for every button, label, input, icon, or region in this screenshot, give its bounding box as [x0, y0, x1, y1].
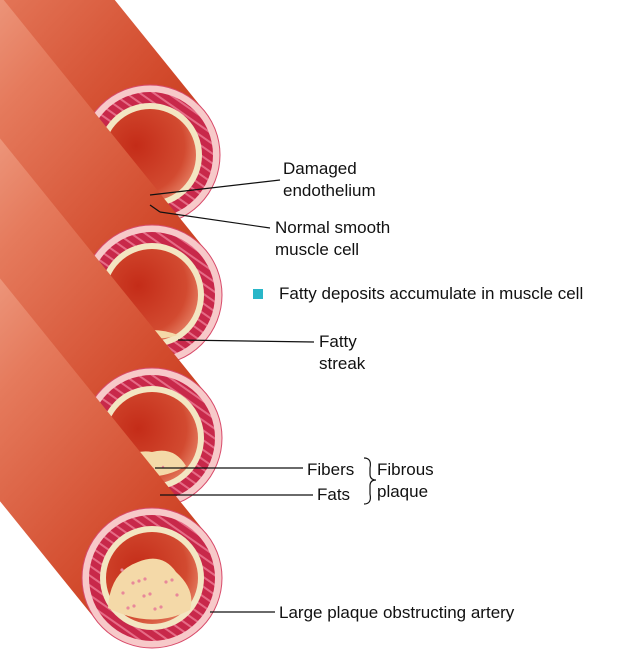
plaque-particle [120, 568, 123, 571]
fatty-streak-line1: Fatty [319, 331, 365, 353]
fibrous-plaque-line1: Fibrous [377, 459, 434, 481]
fibrous-plaque-line2: plaque [377, 481, 434, 503]
normal-smooth-muscle-line2: muscle cell [275, 239, 390, 261]
large-plaque-label: Large plaque obstructing artery [279, 602, 514, 624]
normal-smooth-muscle-label: Normal smooth muscle cell [275, 217, 390, 261]
fatty-deposits-note: Fatty deposits accumulate in muscle cell [279, 283, 583, 305]
fibrous-plaque-brace [364, 458, 376, 504]
plaque-particle [137, 579, 140, 582]
normal-smooth-muscle-line1: Normal smooth [275, 217, 390, 239]
plaque-particle [143, 577, 146, 580]
plaque-particle [170, 578, 173, 581]
damaged-endothelium-line1: Damaged [283, 158, 376, 180]
square-bullet-icon [253, 289, 263, 299]
plaque-particle [148, 592, 151, 595]
plaque-particle [153, 607, 156, 610]
fibrous-plaque-label: Fibrous plaque [377, 459, 434, 503]
plaque-particle [164, 580, 167, 583]
plaque-particle [126, 606, 129, 609]
plaque-particle [142, 594, 145, 597]
plaque-particle [159, 605, 162, 608]
fibers-label: Fibers [307, 459, 354, 481]
plaque-particle [175, 593, 178, 596]
plaque-particle [131, 581, 134, 584]
damaged-endothelium-label: Damaged endothelium [283, 158, 376, 202]
plaque-particle [121, 591, 124, 594]
plaque-particle [132, 604, 135, 607]
damaged-endothelium-line2: endothelium [283, 180, 376, 202]
fats-label: Fats [317, 484, 350, 506]
fatty-streak-label: Fatty streak [319, 331, 365, 375]
fatty-streak-line2: streak [319, 353, 365, 375]
